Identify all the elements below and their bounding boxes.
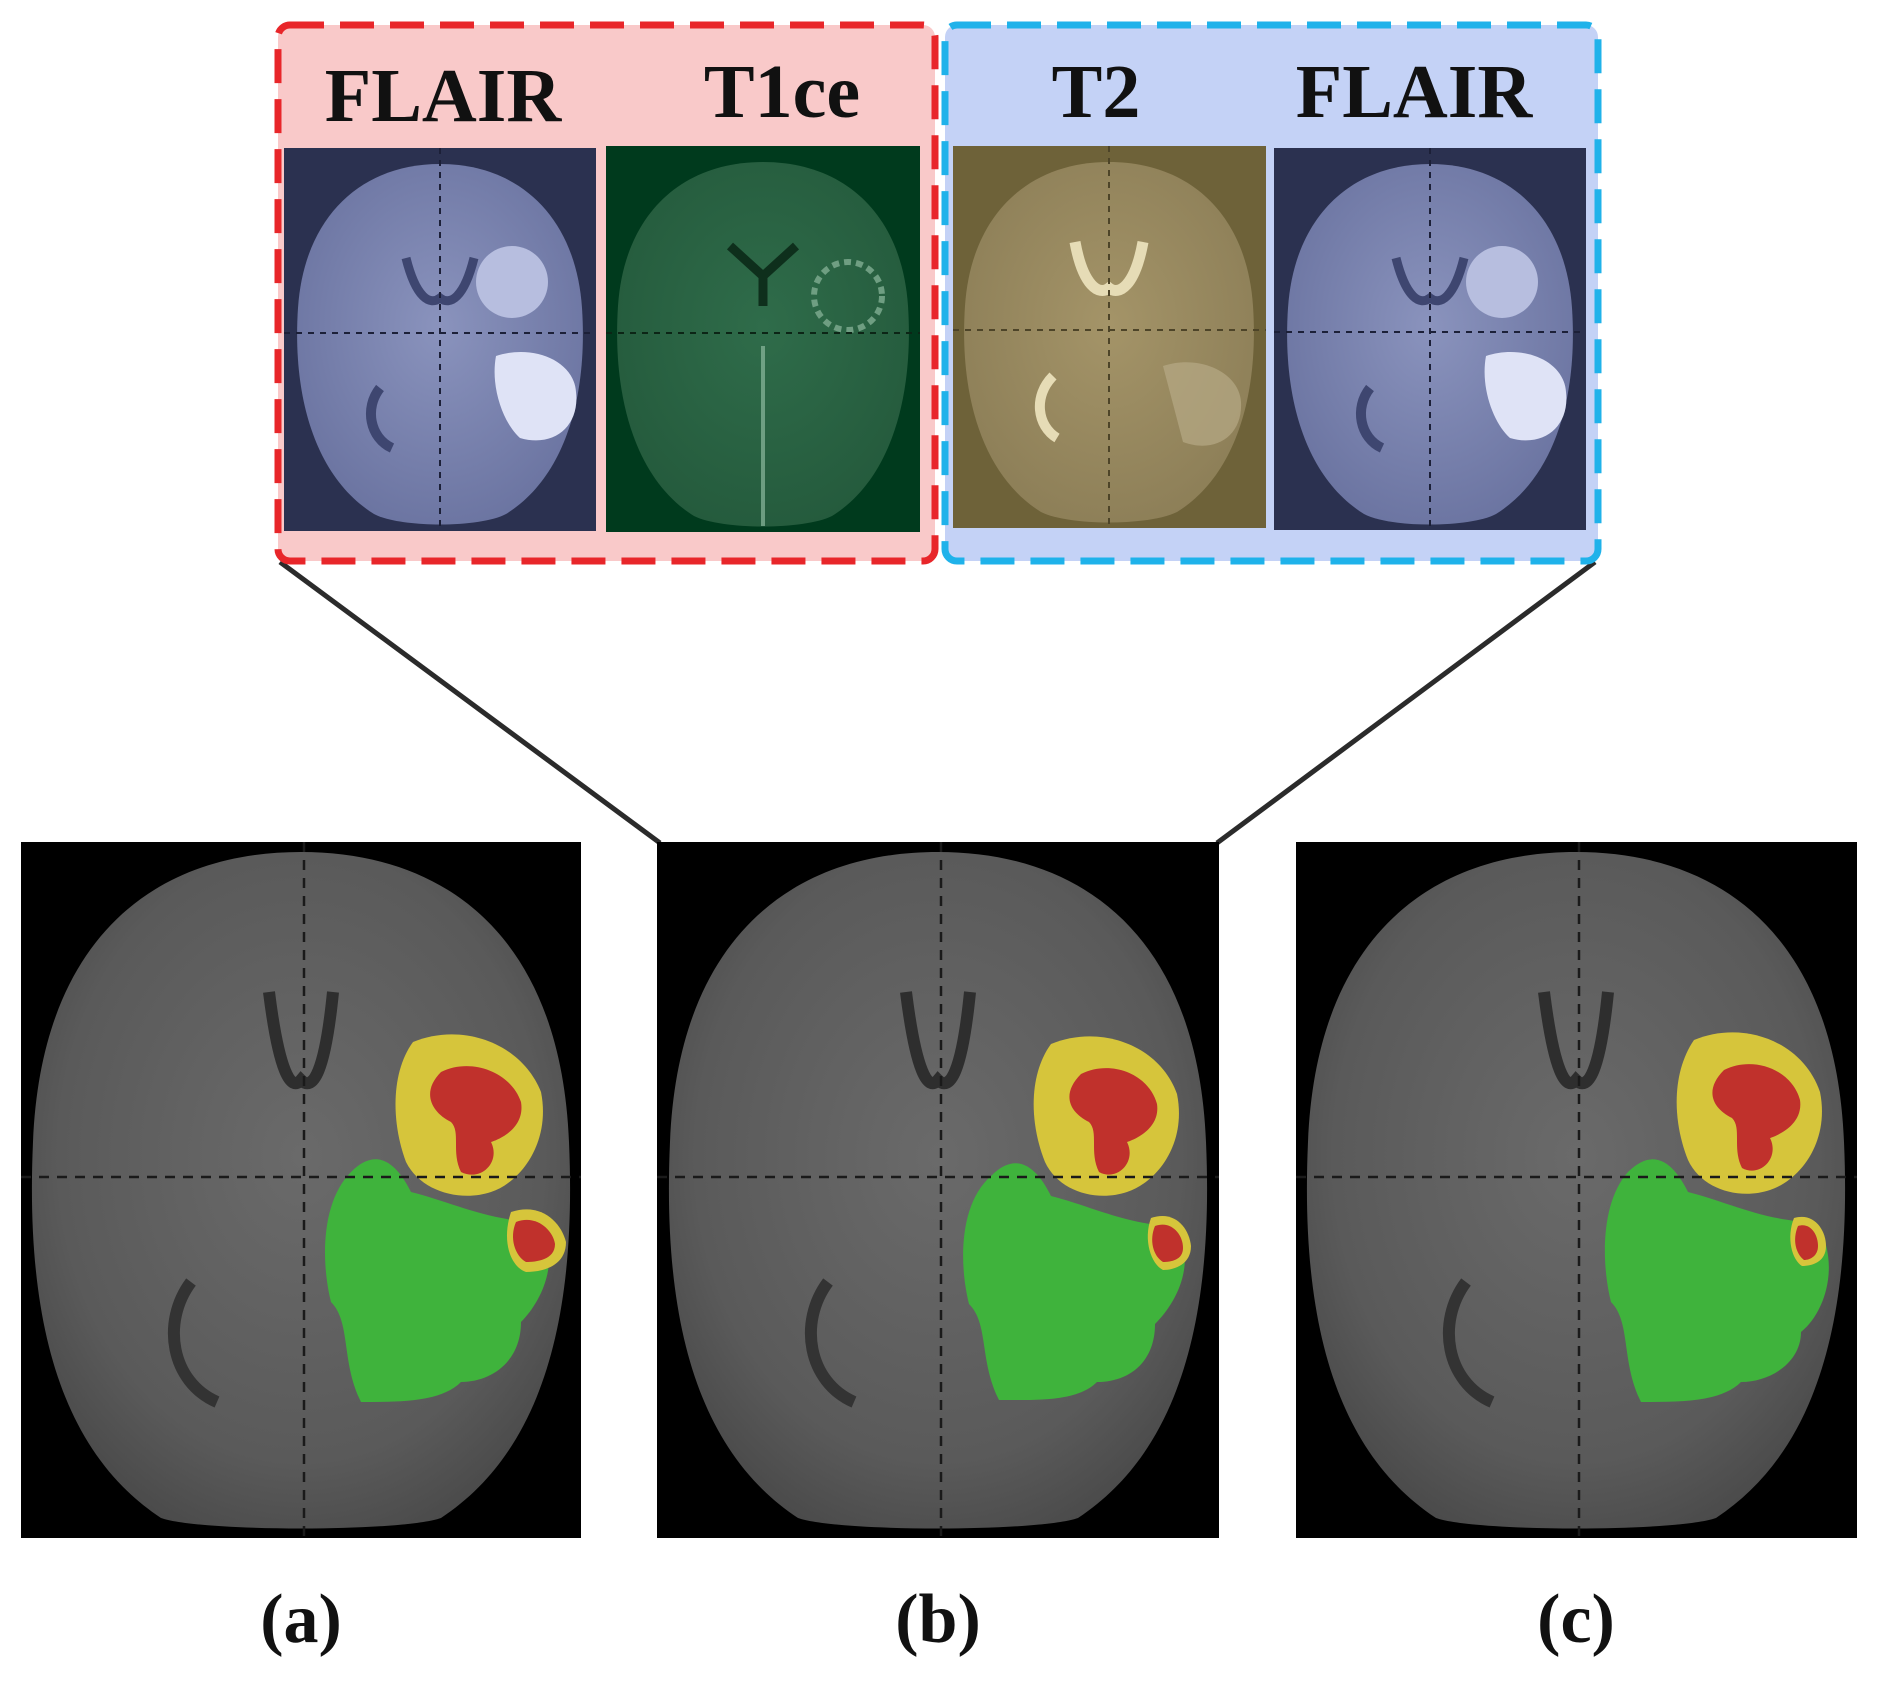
segmentation-panel-a: [21, 842, 581, 1538]
label-flair-red: FLAIR: [325, 54, 563, 138]
panel-label-b: (b): [895, 1581, 981, 1658]
thumb-flair-blue: [1274, 148, 1586, 530]
segmentation-panel-c: [1296, 842, 1857, 1538]
thumb-t1ce: [606, 146, 920, 532]
segmentation-panel-b: [657, 842, 1219, 1538]
label-t1ce: T1ce: [704, 50, 860, 134]
connector-line-right: [1215, 559, 1597, 846]
panel-label-a: (a): [260, 1581, 342, 1658]
thumb-flair-red: [284, 148, 596, 531]
label-t2: T2: [1052, 50, 1141, 134]
panel-label-c: (c): [1537, 1581, 1615, 1658]
label-flair-blue: FLAIR: [1296, 50, 1534, 134]
connector-line-left: [278, 559, 662, 846]
thumb-t2: [953, 146, 1266, 528]
